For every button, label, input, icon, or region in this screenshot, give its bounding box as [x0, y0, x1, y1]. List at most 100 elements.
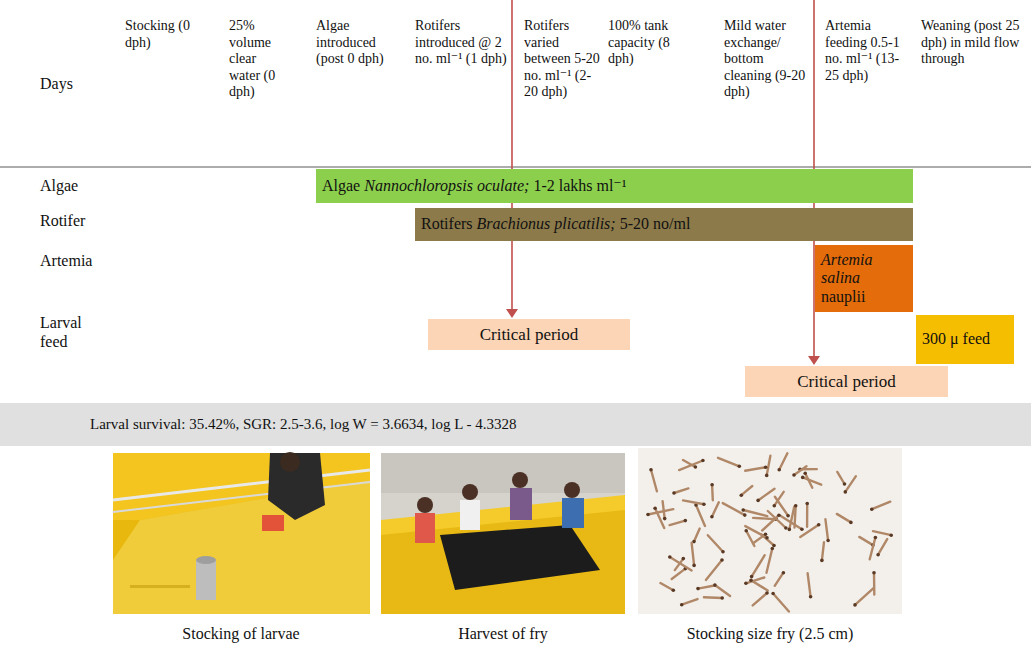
species-name: Nannochloropsis oculate; — [364, 177, 529, 194]
fish-head — [872, 571, 876, 575]
bar-text: Critical period — [797, 372, 896, 391]
fish — [822, 542, 824, 560]
fish — [648, 509, 673, 514]
fish — [808, 573, 811, 597]
row-label: Rotifer — [40, 211, 120, 230]
fish-head — [720, 596, 724, 600]
fish-head — [756, 499, 760, 503]
stage-note: Weaning (post 25 dph) in mild flow throu… — [921, 18, 1027, 68]
photo-stocking — [113, 452, 370, 614]
bar-text: Algae — [322, 177, 360, 194]
fish-head — [738, 465, 742, 469]
node-text-group: Critical period — [749, 372, 944, 392]
fish — [753, 593, 767, 605]
fish-head — [773, 504, 777, 508]
fish-head — [874, 536, 878, 540]
bar-text: 1-2 lakhs ml⁻¹ — [533, 177, 626, 194]
fish — [698, 586, 715, 589]
photo-fry — [638, 448, 902, 614]
fish — [773, 594, 789, 612]
fish-head — [649, 468, 653, 472]
fish-head — [663, 517, 667, 521]
photo-caption: Stocking size fry (2.5 cm) — [640, 624, 900, 643]
fish — [679, 461, 703, 471]
fish — [870, 538, 876, 560]
fish — [683, 500, 704, 504]
fish — [741, 486, 752, 495]
fish-head — [743, 513, 747, 517]
fish-head — [782, 571, 786, 575]
species-name: Brachionus plicatilis; — [477, 215, 616, 232]
node-text-group: Rotifers Brachionus plicatilis; 5-20 no/… — [421, 215, 907, 233]
fish-head — [702, 503, 706, 507]
row-label: Artemia — [40, 251, 120, 270]
fish-head — [672, 589, 676, 593]
fish-head — [826, 539, 830, 543]
fish-head — [701, 459, 705, 463]
fish-head — [771, 592, 775, 596]
fish — [845, 476, 856, 492]
fish-head — [750, 575, 754, 579]
fish — [873, 531, 891, 535]
fish-head — [786, 514, 790, 518]
fish-head — [741, 508, 745, 512]
stage-note: 100% tank capacity (8 dph) — [608, 18, 670, 68]
fish-head — [777, 468, 781, 472]
fish — [712, 502, 719, 516]
fish — [743, 510, 767, 516]
fish-head — [744, 582, 748, 586]
fish — [751, 580, 768, 590]
photo-caption: Harvest of fry — [373, 624, 633, 643]
fish — [825, 519, 828, 540]
photo-harvest — [381, 453, 625, 614]
fish-head — [646, 513, 650, 517]
fish-head — [876, 553, 880, 557]
fish — [803, 477, 822, 484]
fish-head — [843, 482, 847, 486]
fish-head — [817, 523, 821, 527]
fish — [692, 543, 695, 566]
fish — [708, 535, 723, 552]
fish-head — [749, 578, 753, 582]
fish — [872, 502, 891, 510]
fish-head — [800, 528, 804, 532]
stage-note: 25% volume clear water (0 dph) — [229, 18, 289, 101]
fish — [800, 525, 818, 537]
fish-head — [668, 555, 672, 559]
fish-head — [653, 507, 657, 511]
fish-head — [764, 466, 768, 470]
stage-note: Algae introduced (post 0 dph) — [316, 18, 406, 68]
fish-head — [849, 521, 853, 525]
fish — [767, 456, 771, 476]
node-text-group: 300 μ feed — [922, 330, 1008, 348]
fish-head — [889, 533, 893, 537]
header-rule — [0, 166, 1031, 167]
fish — [794, 466, 807, 475]
fish — [805, 473, 812, 487]
fish — [873, 573, 876, 595]
fish — [752, 555, 765, 576]
fish — [779, 453, 787, 469]
fish — [753, 518, 776, 519]
algae-bar: Algae Nannochloropsis oculate; 1-2 lakhs… — [316, 169, 913, 203]
row-label: Algae — [40, 176, 120, 195]
node-text-group: Critical period — [432, 325, 626, 345]
fish-head — [764, 533, 768, 537]
fish — [774, 492, 783, 506]
fish-head — [803, 472, 807, 476]
fish — [745, 467, 765, 471]
fish-head — [805, 502, 809, 506]
fish-head — [870, 507, 874, 511]
fish — [753, 534, 765, 543]
node-text-group: Larval survival: 35.42%, SGR: 2.5-3.6, l… — [90, 416, 1021, 433]
stage-note: Rotifers varied between 5-20 no. ml⁻¹ (2… — [524, 18, 604, 101]
fish-head — [710, 483, 714, 487]
bar-text: Larval survival: 35.42%, SGR: 2.5-3.6, l… — [90, 416, 516, 432]
fish — [670, 557, 692, 570]
fish-head — [720, 558, 724, 562]
stage-note: Mild water exchange/ bottom cleaning (9-… — [724, 18, 808, 101]
photo-caption: Stocking of larvae — [111, 624, 371, 643]
fish — [762, 515, 779, 530]
row-label: Larval feed — [40, 313, 100, 351]
node-text-group: Algae Nannochloropsis oculate; 1-2 lakhs… — [322, 177, 907, 195]
